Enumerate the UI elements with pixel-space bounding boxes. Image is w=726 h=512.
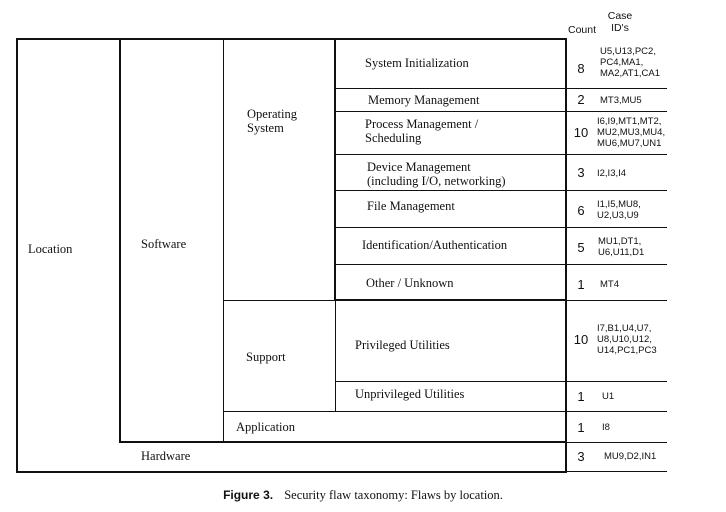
- hardware-label: Hardware: [141, 449, 191, 463]
- ids-row-separator: [567, 442, 667, 443]
- leaf-label-line: Identification/Authentication: [362, 238, 508, 252]
- case-ids-header-line-2: ID's: [611, 22, 629, 34]
- leaf-device-management: Device Management (including I/O, networ…: [367, 160, 506, 188]
- leaf-label-line: Unprivileged Utilities: [355, 387, 465, 401]
- ids-line: MU9,D2,IN1: [604, 451, 657, 462]
- row-separator: [335, 227, 566, 228]
- ids-row-separator: [567, 381, 667, 382]
- ids-row-separator: [567, 227, 667, 228]
- ids-line: MT3,MU5: [600, 95, 642, 106]
- os-bottom-line: [223, 300, 566, 301]
- leaf-label-line: Other / Unknown: [366, 276, 454, 290]
- application-label: Application: [236, 420, 296, 434]
- case-ids-column-header: Case ID's: [598, 10, 642, 34]
- ids-line: I8: [602, 422, 610, 433]
- ids-hardware: MU9,D2,IN1: [604, 451, 656, 462]
- os-support-divider: [223, 40, 224, 442]
- ids-process-management: I6,I9,MT1,MT2, MU2,MU3,MU4, MU6,MU7,UN1: [597, 116, 665, 149]
- ids-line: U6,U11,D1: [598, 247, 645, 258]
- operating-system-label: Operating System: [247, 107, 297, 135]
- software-bottom-line: [119, 442, 566, 443]
- ids-line: PC4,MA1,: [600, 57, 644, 68]
- ids-memory-management: MT3,MU5: [600, 95, 642, 106]
- ids-line: U14,PC1,PC3: [597, 345, 657, 356]
- support-label: Support: [246, 350, 286, 364]
- count-file-management: 6: [577, 203, 585, 218]
- row-separator: [335, 264, 566, 265]
- row-separator: [335, 88, 566, 89]
- ids-line: MA2,AT1,CA1: [600, 68, 661, 79]
- row-separator: [335, 111, 566, 112]
- count-hardware: 3: [577, 449, 585, 464]
- leaf-label-line: Privileged Utilities: [355, 338, 450, 352]
- ids-line: U5,U13,PC2,: [600, 46, 656, 57]
- figure-caption-text: Security flaw taxonomy: Flaws by locatio…: [284, 488, 503, 502]
- ids-device-management: I2,I3,I4: [597, 168, 626, 179]
- figure-caption: Figure 3. Security flaw taxonomy: Flaws …: [0, 488, 726, 503]
- leaf-label-line: System Initialization: [365, 56, 469, 70]
- row-separator: [335, 190, 566, 191]
- leaf-process-management: Process Management / Scheduling: [365, 117, 478, 145]
- row-separator: [335, 154, 566, 155]
- ids-row-separator: [567, 88, 667, 89]
- count-memory-management: 2: [577, 92, 585, 107]
- ids-row-separator: [567, 300, 667, 301]
- leaf-label-line: (including I/O, networking): [367, 174, 506, 188]
- figure-number: Figure 3.: [223, 488, 274, 502]
- leaf-file-management: File Management: [367, 199, 455, 213]
- ids-system-initialization: U5,U13,PC2, PC4,MA1, MA2,AT1,CA1: [600, 46, 660, 79]
- ids-line: I1,I5,MU8,: [597, 199, 641, 210]
- leaf-identification-authentication: Identification/Authentication: [362, 238, 507, 252]
- ids-line: U8,U10,U12,: [597, 334, 652, 345]
- leaf-label-line: Scheduling: [365, 131, 422, 145]
- ids-other-unknown: MT4: [600, 279, 619, 290]
- support-bottom-line: [223, 411, 566, 412]
- count-other-unknown: 1: [577, 277, 585, 292]
- ids-line: I2,I3,I4: [597, 168, 627, 179]
- ids-line: MU1,DT1,: [598, 236, 642, 247]
- software-label: Software: [141, 237, 187, 251]
- count-unprivileged-utilities: 1: [577, 389, 585, 404]
- leaf-label-line: Device Management: [367, 160, 471, 174]
- count-identification-authentication: 5: [577, 240, 585, 255]
- count-system-initialization: 8: [577, 61, 585, 76]
- ids-file-management: I1,I5,MU8, U2,U3,U9: [597, 199, 641, 221]
- ids-row-separator: [567, 411, 667, 412]
- ids-line: I7,B1,U4,U7,: [597, 323, 652, 334]
- leaf-privileged-utilities: Privileged Utilities: [355, 338, 450, 352]
- ids-row-separator: [567, 190, 667, 191]
- ids-line: MU2,MU3,MU4,: [597, 127, 666, 138]
- count-column-header: Count: [567, 24, 597, 36]
- leaf-unprivileged-utilities: Unprivileged Utilities: [355, 387, 464, 401]
- leaf-system-initialization: System Initialization: [365, 56, 469, 70]
- ids-privileged-utilities: I7,B1,U4,U7, U8,U10,U12, U14,PC1,PC3: [597, 323, 657, 356]
- ids-line: MU6,MU7,UN1: [597, 138, 662, 149]
- count-privileged-utilities: 10: [573, 332, 589, 347]
- operating-system-label-line-2: System: [247, 121, 284, 135]
- leaf-label-line: Process Management /: [365, 117, 479, 131]
- ids-line: U1: [602, 391, 615, 402]
- ids-application: I8: [602, 422, 610, 433]
- ids-identification-authentication: MU1,DT1, U6,U11,D1: [598, 236, 644, 258]
- ids-unprivileged-utilities: U1: [602, 391, 614, 402]
- leaf-memory-management: Memory Management: [368, 93, 479, 107]
- ids-line: U2,U3,U9: [597, 210, 639, 221]
- leaf-label-line: File Management: [367, 199, 455, 213]
- ids-row-separator: [567, 154, 667, 155]
- leaf-label-line: Memory Management: [368, 93, 480, 107]
- count-process-management: 10: [573, 125, 589, 140]
- location-label: Location: [28, 242, 73, 256]
- case-ids-header-line-1: Case: [607, 10, 633, 22]
- ids-line: I6,I9,MT1,MT2,: [597, 116, 662, 127]
- support-leaf-divider: [335, 300, 336, 411]
- ids-row-separator: [567, 264, 667, 265]
- operating-system-label-line-1: Operating: [247, 107, 297, 121]
- leaf-other-unknown: Other / Unknown: [366, 276, 454, 290]
- ids-row-separator: [567, 111, 667, 112]
- ids-row-separator: [567, 471, 667, 472]
- row-separator: [335, 381, 566, 382]
- count-device-management: 3: [577, 165, 585, 180]
- ids-line: MT4: [600, 279, 619, 290]
- count-application: 1: [577, 420, 585, 435]
